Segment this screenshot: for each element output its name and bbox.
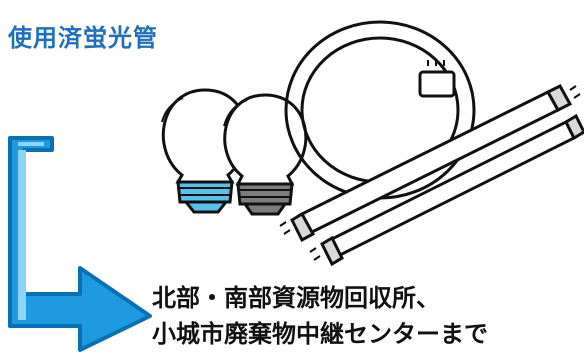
arrow-down-right-icon xyxy=(8,136,152,352)
straight-fluorescent-tube-icon xyxy=(309,113,584,267)
destination-text: 北部・南部資源物回収所、 小城市廃棄物中継センターまで xyxy=(152,280,488,352)
circular-fluorescent-tube-icon xyxy=(284,20,476,200)
light-bulb-icon xyxy=(223,93,308,216)
straight-fluorescent-tube-icon xyxy=(279,84,581,243)
destination-line-1: 北部・南部資源物回収所、 xyxy=(152,284,440,312)
page-title: 使用済蛍光管 xyxy=(8,24,158,52)
light-bulb-icon xyxy=(161,88,248,214)
destination-line-2: 小城市廃棄物中継センターまで xyxy=(152,320,488,348)
